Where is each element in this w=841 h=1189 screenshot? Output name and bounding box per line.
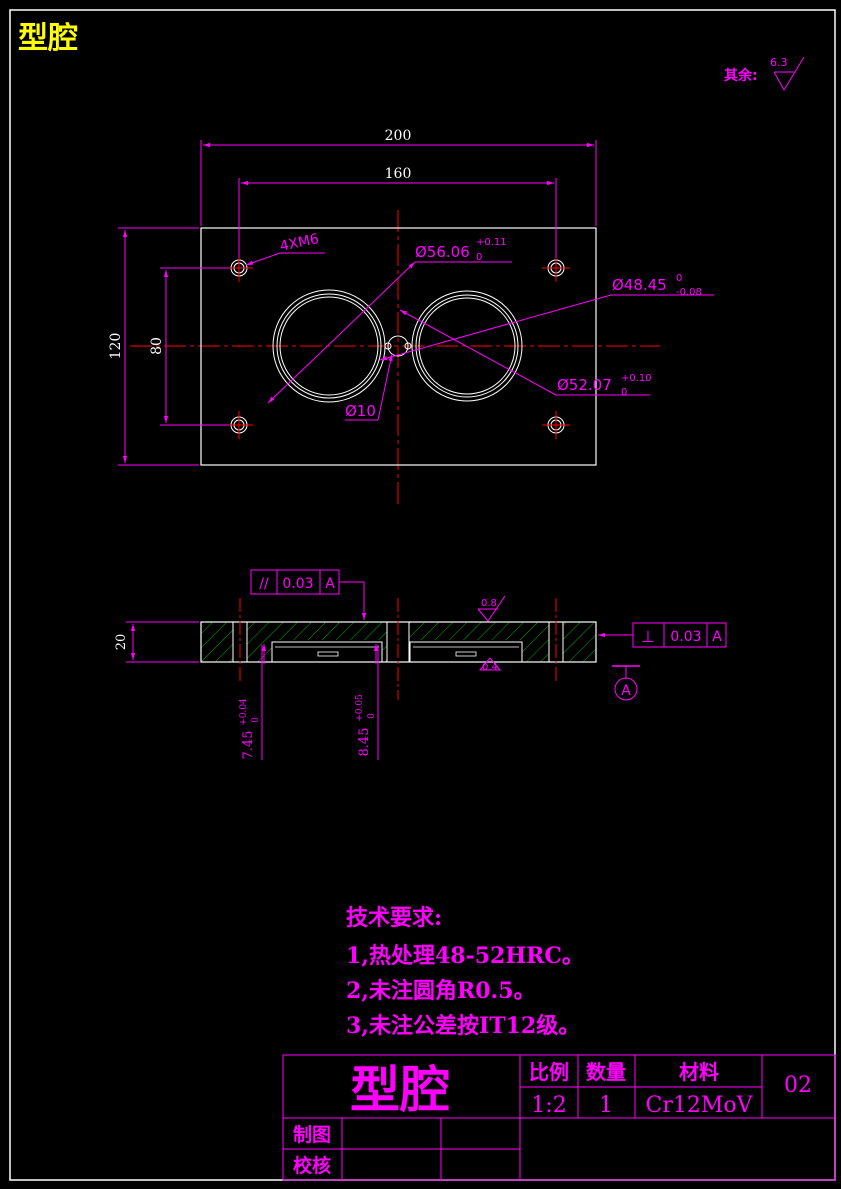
roughness-bottom: 0.4 — [482, 662, 498, 673]
datum-label: A — [621, 683, 631, 699]
cavity-right — [411, 290, 523, 402]
bolt-hole-br — [542, 411, 570, 439]
dia-outer-right: Ø52.07 — [557, 376, 612, 394]
quantity-label: 数量 — [586, 1060, 626, 1084]
plate-outline — [200, 227, 597, 466]
parallelism-symbol: // — [259, 576, 269, 592]
parallelism-value: 0.03 — [282, 576, 313, 592]
dia-inner-tol-lower: -0.08 — [676, 287, 702, 298]
parallelism-datum: A — [325, 576, 335, 592]
dim-hole-spacing-x: 160 — [385, 166, 412, 182]
drawing-frame — [9, 9, 836, 1181]
drawing-number: 02 — [784, 1073, 812, 1098]
depth-left-tol-upper: +0.04 — [239, 698, 249, 726]
depth-right-tol-lower: 0 — [367, 713, 377, 719]
dia-outer-left: Ø56.06 — [415, 243, 470, 261]
roughness-value: 6.3 — [770, 56, 788, 69]
perpendicularity-datum: A — [712, 629, 722, 645]
title-block: 型腔 比例 数量 材料 1:2 1 Cr12MoV 02 制图 校核 — [282, 1054, 836, 1181]
scale-label: 比例 — [529, 1060, 569, 1084]
depth-left-tol-lower: 0 — [251, 717, 261, 723]
dia-outer-left-tol-lower: 0 — [476, 252, 482, 263]
bolt-hole-bl — [225, 411, 253, 439]
tech-requirements: 技术要求: 1,热处理48-52HRC。 2,未注圆角R0.5。 3,未注公差按… — [346, 905, 584, 1039]
dia-inner-tol-upper: 0 — [676, 273, 682, 284]
corner-title: 型腔 — [18, 21, 78, 56]
dim-hole-spacing-y: 80 — [149, 337, 165, 355]
general-roughness: 其余: 6.3 — [724, 56, 805, 91]
dia-inner: Ø48.45 — [612, 276, 667, 294]
depth-left: 7.45 — [241, 731, 256, 760]
tech-item-3: 3,未注公差按IT12级。 — [346, 1013, 580, 1039]
perpendicularity-frame: ⊥ 0.03 A — [598, 622, 727, 648]
datum-a: A — [612, 665, 640, 701]
depth-right-tol-upper: +0.05 — [355, 694, 365, 722]
checked-by-label: 校核 — [293, 1154, 331, 1177]
dim-overall-height: 120 — [108, 333, 124, 360]
roughness-top: 0.8 — [481, 598, 497, 609]
roughness-label: 其余: — [724, 67, 758, 84]
bolt-hole-tr — [542, 254, 570, 282]
part-name: 型腔 — [350, 1060, 450, 1119]
tech-item-1: 1,热处理48-52HRC。 — [346, 943, 584, 969]
dia-outer-right-tol-upper: +0.10 — [621, 373, 652, 384]
dia-outer-right-tol-lower: 0 — [621, 387, 627, 398]
dim-thickness: 20 — [114, 634, 129, 651]
scale-value: 1:2 — [531, 1093, 566, 1118]
tech-heading: 技术要求: — [346, 905, 442, 931]
dia-center: Ø10 — [345, 402, 376, 420]
material-value: Cr12MoV — [645, 1093, 753, 1118]
bolt-hole-tl — [225, 254, 253, 282]
drawn-by-label: 制图 — [293, 1123, 331, 1146]
perpendicularity-symbol: ⊥ — [641, 627, 655, 646]
roughness-symbol — [773, 56, 805, 91]
dia-outer-left-tol-upper: +0.11 — [476, 237, 507, 248]
perpendicularity-value: 0.03 — [670, 629, 701, 645]
parallelism-frame: // 0.03 A — [250, 569, 367, 620]
dim-overall-width: 200 — [385, 128, 412, 144]
depth-right: 8.45 — [357, 728, 372, 757]
section-view: // 0.03 A ⊥ 0.03 A A 20 0.8 — [114, 569, 727, 760]
tech-item-2: 2,未注圆角R0.5。 — [346, 978, 536, 1004]
thread-note: 4XM6 — [279, 231, 321, 255]
material-label: 材料 — [679, 1060, 719, 1084]
plan-view: 200 160 120 80 4XM6 Ø56.06 +0.11 0 Ø48.4… — [108, 128, 714, 505]
quantity-value: 1 — [599, 1093, 613, 1118]
